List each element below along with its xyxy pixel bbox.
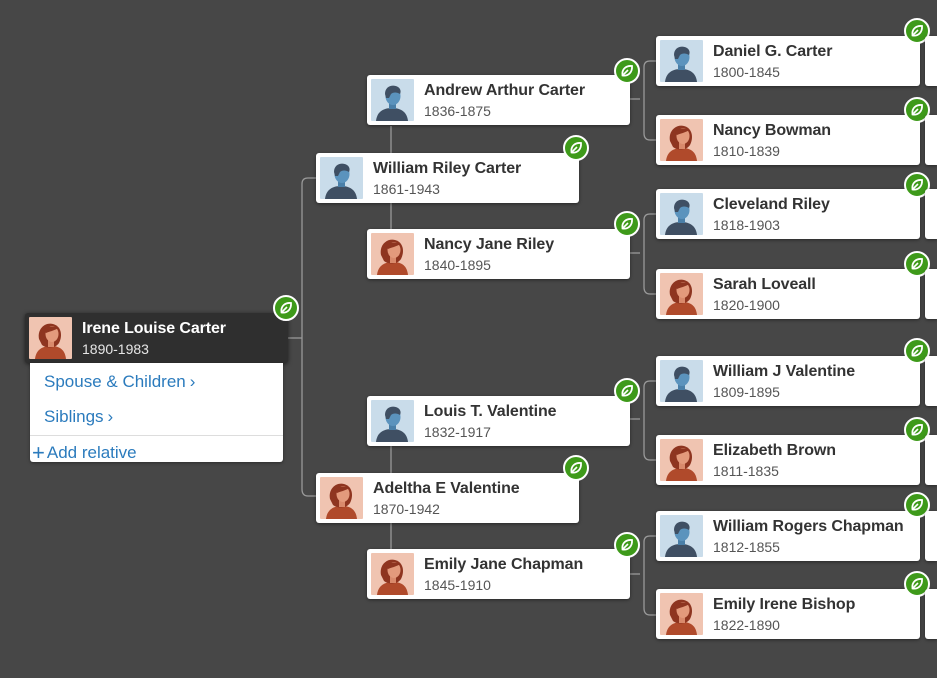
- person-dates: 1890-1983: [82, 341, 149, 357]
- person-card-great-grandparent[interactable]: William J Valentine 1809-1895: [656, 356, 920, 406]
- person-actions-menu: Spouse & Children› Siblings› +Add relati…: [30, 363, 283, 465]
- connector-ggp-2: [643, 213, 656, 295]
- person-card-great-grandparent[interactable]: Emily Irene Bishop 1822-1890: [656, 589, 920, 639]
- person-dates: 1836-1875: [424, 103, 491, 119]
- chevron-right-icon: ›: [189, 372, 196, 391]
- female-avatar-icon: [660, 439, 703, 481]
- record-hint-leaf-icon[interactable]: [614, 378, 640, 404]
- person-card-great-grandparent[interactable]: Nancy Bowman 1810-1839: [656, 115, 920, 165]
- person-name: Andrew Arthur Carter: [424, 82, 585, 99]
- connector-ggp-3: [643, 380, 656, 461]
- record-hint-leaf-icon[interactable]: [614, 211, 640, 237]
- person-dates: 1840-1895: [424, 257, 491, 273]
- person-card-great-grandparent[interactable]: William Rogers Chapman 1812-1855: [656, 511, 920, 561]
- female-avatar-icon: [660, 119, 703, 161]
- menu-divider: [30, 435, 283, 436]
- connector-ggp-4: [643, 535, 656, 616]
- person-name: Adeltha E Valentine: [373, 480, 520, 497]
- male-avatar-icon: [660, 193, 703, 235]
- spouse-children-link[interactable]: Spouse & Children›: [44, 372, 196, 391]
- person-dates: 1811-1835: [713, 463, 779, 479]
- male-avatar-icon: [660, 360, 703, 402]
- male-avatar-icon: [371, 79, 414, 121]
- person-name: Emily Irene Bishop: [713, 596, 856, 613]
- person-dates: 1818-1903: [713, 217, 780, 233]
- female-avatar-icon: [371, 233, 414, 275]
- person-name: Daniel G. Carter: [713, 43, 833, 60]
- female-avatar-icon: [320, 477, 363, 519]
- add-relative-link[interactable]: +Add relative: [32, 440, 137, 465]
- person-dates: 1810-1839: [713, 143, 780, 159]
- person-dates: 1870-1942: [373, 501, 440, 517]
- person-card-father[interactable]: William Riley Carter 1861-1943: [316, 153, 579, 203]
- plus-icon: +: [32, 440, 45, 465]
- next-generation-card-partial[interactable]: [925, 589, 937, 639]
- record-hint-leaf-icon[interactable]: [614, 58, 640, 84]
- person-name: Emily Jane Chapman: [424, 556, 584, 573]
- person-dates: 1800-1845: [713, 64, 780, 80]
- record-hint-leaf-icon[interactable]: [563, 135, 589, 161]
- person-name: Elizabeth Brown: [713, 442, 836, 459]
- person-name: Irene Louise Carter: [82, 320, 226, 337]
- next-generation-card-partial[interactable]: [925, 269, 937, 319]
- person-name: Nancy Bowman: [713, 122, 831, 139]
- person-name: Cleveland Riley: [713, 196, 830, 213]
- female-avatar-icon: [660, 593, 703, 635]
- person-name: Nancy Jane Riley: [424, 236, 555, 253]
- person-card-mother[interactable]: Adeltha E Valentine 1870-1942: [316, 473, 579, 523]
- person-dates: 1861-1943: [373, 181, 440, 197]
- chevron-right-icon: ›: [107, 407, 114, 426]
- person-dates: 1822-1890: [713, 617, 780, 633]
- person-dates: 1812-1855: [713, 539, 780, 555]
- female-avatar-icon: [660, 273, 703, 315]
- person-name: William Rogers Chapman: [713, 518, 904, 535]
- person-name: William Riley Carter: [373, 160, 522, 177]
- person-dates: 1809-1895: [713, 384, 780, 400]
- next-generation-card-partial[interactable]: [925, 356, 937, 406]
- next-generation-card-partial[interactable]: [925, 189, 937, 239]
- person-dates: 1845-1910: [424, 577, 491, 593]
- record-hint-leaf-icon[interactable]: [273, 295, 299, 321]
- male-avatar-icon: [371, 400, 414, 442]
- person-card-paternal-grandfather[interactable]: Andrew Arthur Carter 1836-1875: [367, 75, 630, 125]
- person-card-paternal-grandmother[interactable]: Nancy Jane Riley 1840-1895: [367, 229, 630, 279]
- female-avatar-icon: [29, 317, 72, 359]
- record-hint-leaf-icon[interactable]: [904, 417, 930, 443]
- person-name: Sarah Loveall: [713, 276, 816, 293]
- person-name: Louis T. Valentine: [424, 403, 557, 420]
- connector-ggp-1: [643, 60, 656, 141]
- record-hint-leaf-icon[interactable]: [563, 455, 589, 481]
- next-generation-card-partial[interactable]: [925, 115, 937, 165]
- person-card-great-grandparent[interactable]: Sarah Loveall 1820-1900: [656, 269, 920, 319]
- next-generation-card-partial[interactable]: [925, 36, 937, 86]
- connector-parents: [301, 177, 316, 497]
- person-card-great-grandparent[interactable]: Cleveland Riley 1818-1903: [656, 189, 920, 239]
- person-name: William J Valentine: [713, 363, 856, 380]
- person-card-maternal-grandmother[interactable]: Emily Jane Chapman 1845-1910: [367, 549, 630, 599]
- person-dates: 1832-1917: [424, 424, 491, 440]
- female-avatar-icon: [371, 553, 414, 595]
- siblings-link[interactable]: Siblings›: [44, 407, 114, 426]
- person-dates: 1820-1900: [713, 297, 780, 313]
- record-hint-leaf-icon[interactable]: [614, 532, 640, 558]
- male-avatar-icon: [660, 40, 703, 82]
- next-generation-card-partial[interactable]: [925, 511, 937, 561]
- next-generation-card-partial[interactable]: [925, 435, 937, 485]
- male-avatar-icon: [660, 515, 703, 557]
- male-avatar-icon: [320, 157, 363, 199]
- person-card-maternal-grandfather[interactable]: Louis T. Valentine 1832-1917: [367, 396, 630, 446]
- focus-person-card[interactable]: Irene Louise Carter 1890-1983: [25, 313, 288, 363]
- person-card-great-grandparent[interactable]: Daniel G. Carter 1800-1845: [656, 36, 920, 86]
- record-hint-leaf-icon[interactable]: [904, 571, 930, 597]
- person-card-great-grandparent[interactable]: Elizabeth Brown 1811-1835: [656, 435, 920, 485]
